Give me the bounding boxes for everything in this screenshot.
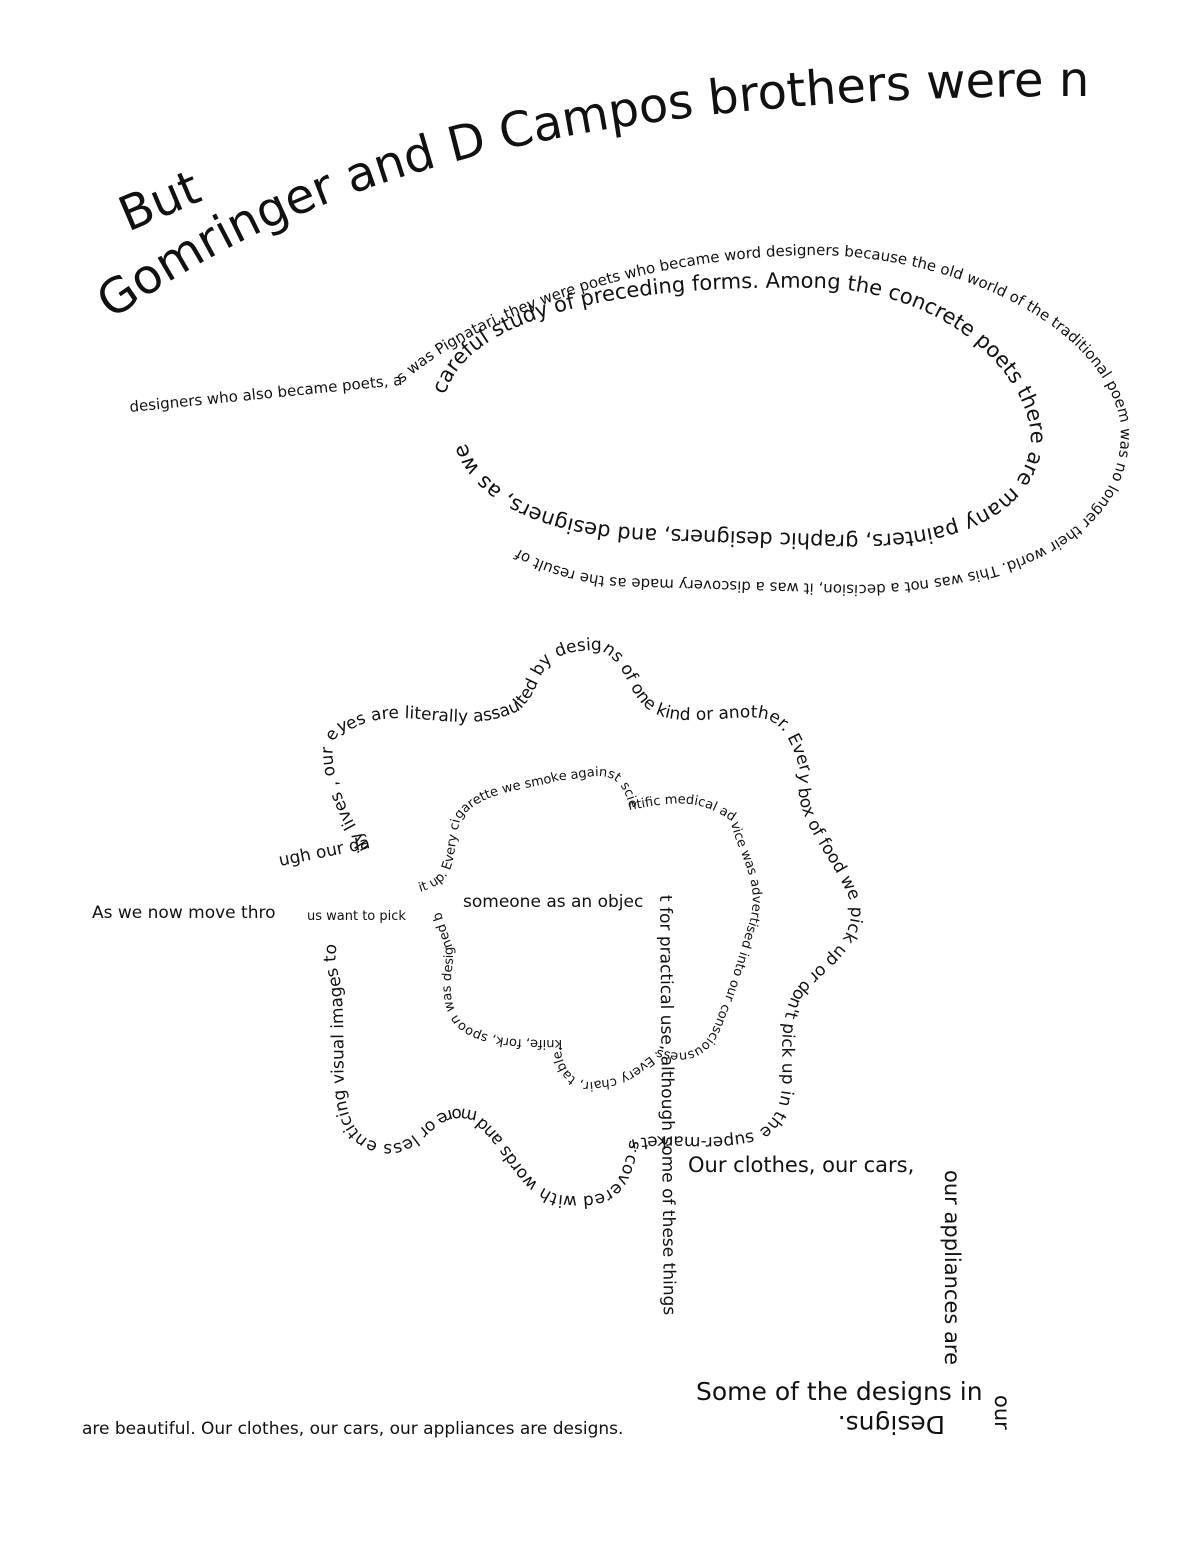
gear-center-text: someone as an objec [463,892,643,912]
title-headline: Gomringer and D Campos brothers were not [0,0,1089,330]
stem-path: t for practical use, although some of th… [655,895,679,1316]
box-left-text: Some of the designs in [696,1377,983,1406]
gear-outer-path: ugh our daily lives , our eyes are liter… [0,0,866,1211]
bottom-line-text: are beautiful. Our clothes, our cars, ou… [82,1419,623,1439]
gear-inner-lead: us want to pick [307,909,406,924]
box-top-text: Our clothes, our cars, [688,1153,914,1177]
box-far-right-text: our [990,1395,1014,1430]
box-bottom-text: Designs. [838,1410,945,1439]
gear-intro-text: As we now move thro [92,903,275,923]
box-far-right-path: our [990,1395,1014,1430]
box-right-text: our appliances are [940,1170,964,1365]
title-headline-path: Gomringer and D Campos brothers were not [0,0,1089,330]
box-right-path: our appliances are [940,1170,964,1365]
gear-outer-text: ugh our daily lives , our eyes are liter… [0,0,866,1211]
stem-text: t for practical use, although some of th… [655,895,679,1316]
